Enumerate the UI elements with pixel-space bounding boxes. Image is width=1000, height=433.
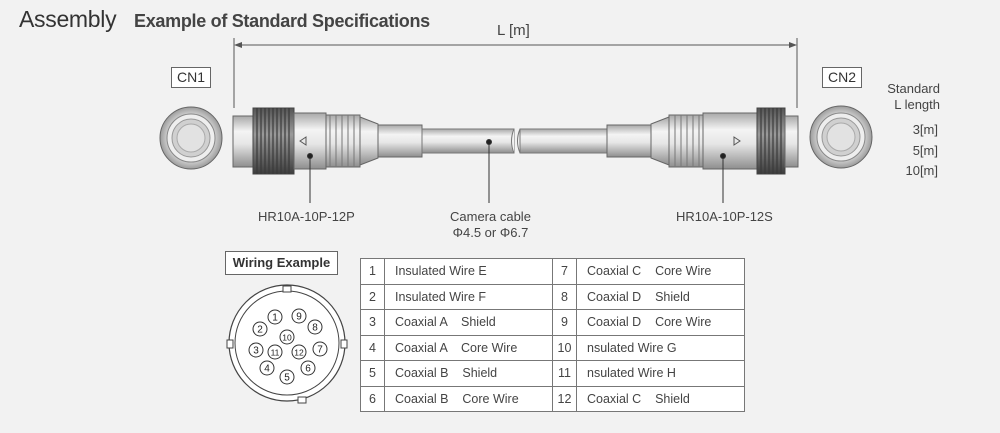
pin-number: 11 bbox=[552, 360, 577, 387]
pin-description: Coaxial B Core Wire bbox=[384, 385, 553, 412]
pin-number-label: 1 bbox=[272, 313, 278, 324]
pin-number: 1 bbox=[360, 258, 385, 285]
standard-length-value: 5[m] bbox=[912, 142, 938, 158]
pin-number-label: 4 bbox=[264, 364, 270, 375]
pin-circle bbox=[291, 308, 307, 324]
pin-circle bbox=[267, 344, 283, 360]
pin-description: Coaxial D Shield bbox=[576, 283, 745, 310]
pin-number-label: 5 bbox=[284, 373, 290, 384]
left-connector-label: HR10A-10P-12P bbox=[258, 209, 355, 224]
pin-number-label: 12 bbox=[294, 348, 304, 358]
pin-number-label: 2 bbox=[257, 325, 263, 336]
pin-number-label: 9 bbox=[296, 312, 302, 323]
pin-number: 7 bbox=[552, 258, 577, 285]
standard-length-value: 10[m] bbox=[905, 163, 938, 178]
pin-description: Insulated Wire F bbox=[384, 283, 553, 310]
pin-circle bbox=[300, 360, 316, 376]
leader-lines bbox=[307, 139, 726, 203]
pin-number-label: 6 bbox=[305, 364, 311, 375]
pin-description: Coaxial C Shield bbox=[576, 385, 745, 412]
cn2-face-view bbox=[809, 105, 873, 169]
pin-circle bbox=[267, 309, 283, 325]
pin-number: 5 bbox=[360, 360, 385, 387]
cable bbox=[421, 128, 608, 154]
pin-circle bbox=[307, 319, 323, 335]
cn2-label: CN2 bbox=[822, 67, 863, 88]
pin-description: Insulated Wire E bbox=[384, 258, 553, 285]
pin-circle bbox=[259, 360, 275, 376]
cable-label-line2: Φ4.5 or Φ6.7 bbox=[452, 225, 529, 240]
pin-description: Coaxial C Core Wire bbox=[576, 258, 745, 285]
cable-label: Camera cable Φ4.5 or Φ6.7 bbox=[450, 209, 531, 241]
pin-number: 3 bbox=[360, 309, 385, 336]
pin-description: Coaxial A Core Wire bbox=[384, 334, 553, 361]
pin-circle bbox=[279, 369, 295, 385]
wiring-example-title: Wiring Example bbox=[225, 251, 338, 275]
pin-circle bbox=[279, 329, 295, 345]
pin-number-label: 8 bbox=[312, 323, 318, 334]
right-connector-label: HR10A-10P-12S bbox=[676, 209, 773, 224]
pin-number: 8 bbox=[552, 283, 577, 310]
length-label: L [m] bbox=[497, 22, 530, 39]
pin-description: nsulated Wire H bbox=[576, 360, 745, 387]
standard-title-line1: Standard bbox=[887, 81, 940, 96]
pin-description: Coaxial A Shield bbox=[384, 309, 553, 336]
cn1-face-view bbox=[159, 106, 223, 170]
pin-number-label: 11 bbox=[271, 348, 280, 358]
page-subtitle: Example of Standard Specifications bbox=[134, 11, 430, 31]
pin-description: Coaxial D Core Wire bbox=[576, 309, 745, 336]
standard-title-line2: L length bbox=[894, 97, 940, 112]
standard-length-values: 3[m] 5[m] 10[m] bbox=[898, 120, 938, 182]
page-title: Assembly bbox=[19, 6, 117, 32]
pin-circle bbox=[252, 321, 268, 337]
length-dimension bbox=[233, 38, 798, 108]
left-connector-body bbox=[232, 107, 423, 175]
pin-number: 6 bbox=[360, 385, 385, 412]
pin-number: 4 bbox=[360, 334, 385, 361]
right-connector-body bbox=[606, 107, 799, 175]
pin-circle bbox=[312, 341, 328, 357]
pin-number-label: 3 bbox=[253, 346, 259, 357]
pin-circle bbox=[291, 344, 307, 360]
pin-number: 10 bbox=[552, 334, 577, 361]
standard-length-title: Standard L length bbox=[887, 81, 940, 113]
pin-number: 9 bbox=[552, 309, 577, 336]
pin-number-label: 7 bbox=[317, 345, 323, 356]
standard-length-value: 3[m] bbox=[912, 122, 938, 137]
pin-description: nsulated Wire G bbox=[576, 334, 745, 361]
cn1-label: CN1 bbox=[171, 67, 212, 88]
pin-circle bbox=[248, 342, 264, 358]
pin-description: Coaxial B Shield bbox=[384, 360, 553, 387]
pin-number: 12 bbox=[552, 385, 577, 412]
cable-label-line1: Camera cable bbox=[450, 209, 531, 224]
pin-number-label: 10 bbox=[282, 333, 292, 343]
pin-number: 2 bbox=[360, 283, 385, 310]
